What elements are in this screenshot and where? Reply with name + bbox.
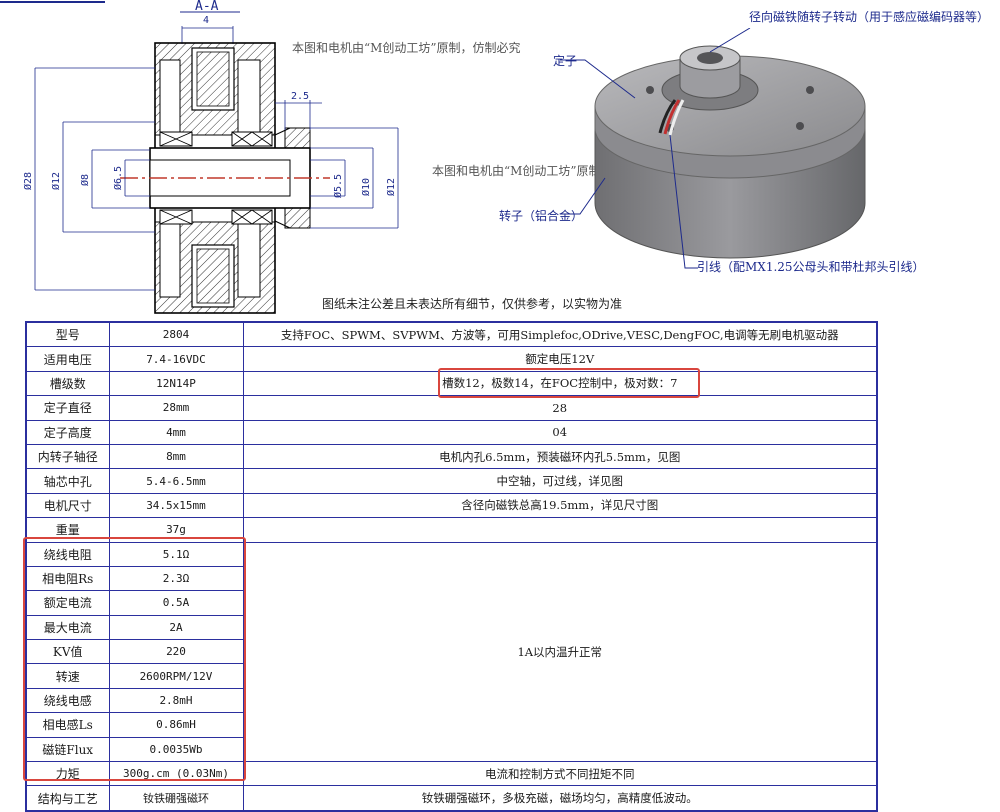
dim-8: Ø8	[79, 174, 91, 186]
param-value-cell: 12N14P	[108, 370, 244, 397]
dim-5-5: Ø5.5	[332, 174, 344, 198]
motor-render	[560, 28, 866, 269]
param-desc-cell: 28	[242, 395, 878, 421]
param-value-cell: 4mm	[108, 419, 244, 445]
merged-desc-cell: 1A以内温升正常	[242, 541, 878, 763]
callout-rotor: 转子（铝合金）	[499, 209, 584, 223]
callout-stator: 定子	[553, 54, 578, 68]
param-desc-cell: 含径向磁铁总高19.5mm，详见尺寸图	[242, 492, 878, 519]
param-desc-cell: 额定电压12V	[242, 346, 878, 372]
section-label: A-A	[195, 0, 219, 14]
param-desc-cell: 支持FOC、SPWM、SVPWM、方波等，可用Simplefoc,ODrive,…	[242, 321, 878, 348]
param-name-cell: 绕线电感	[25, 687, 110, 714]
param-value-cell: 2.3Ω	[108, 565, 244, 592]
param-value-cell: 2804	[108, 321, 244, 348]
param-value-cell: 300g.cm (0.03Nm)	[108, 761, 244, 787]
section-drawing: A-A 4 Ø28 Ø12	[0, 0, 399, 314]
param-name-cell: 型号	[25, 321, 110, 348]
highlight-slot-pole	[438, 368, 700, 398]
watermark-1: 本图和电机由“M创动工坊”原制，仿制必究	[292, 41, 521, 55]
param-desc-cell: 中空轴，可过线，详见图	[242, 468, 878, 494]
param-desc-cell: 槽数12，极数14，在FOC控制中，极对数：7	[242, 370, 878, 397]
param-name-cell: 定子高度	[25, 419, 110, 445]
table-row: 结构与工艺钕铁硼强磁环钕铁硼强磁环，多极充磁，磁场均匀，高精度低波动。	[25, 785, 878, 812]
param-desc-cell: 电流和控制方式不同扭矩不同	[242, 761, 878, 787]
param-value-cell: 28mm	[108, 395, 244, 421]
param-name-cell: KV值	[25, 639, 110, 665]
param-name-cell: 电机尺寸	[25, 492, 110, 519]
dim-2-5: 2.5	[291, 91, 309, 102]
param-name-cell: 力矩	[25, 761, 110, 787]
param-name-cell: 定子直径	[25, 395, 110, 421]
param-value-cell: 8mm	[108, 443, 244, 470]
param-value-cell: 钕铁硼强磁环	[108, 785, 244, 812]
param-value-cell: 7.4-16VDC	[108, 346, 244, 372]
callout-encoder-rotor: 径向磁铁随转子转动（用于感应磁编码器等）	[749, 10, 990, 24]
dim-12-left: Ø12	[50, 172, 62, 190]
param-value-cell: 220	[108, 639, 244, 665]
param-value-cell: 34.5x15mm	[108, 492, 244, 519]
param-name-cell: 适用电压	[25, 346, 110, 372]
param-value-cell: 2A	[108, 614, 244, 641]
param-value-cell: 2.8mH	[108, 687, 244, 714]
dim-12-right: Ø12	[385, 178, 397, 196]
dim-28: Ø28	[22, 172, 34, 190]
param-name-cell: 结构与工艺	[25, 785, 110, 812]
param-name-cell: 轴芯中孔	[25, 468, 110, 494]
param-desc-cell: 电机内孔6.5mm，预装磁环内孔5.5mm，见图	[242, 443, 878, 470]
param-desc-cell: 04	[242, 419, 878, 445]
dim-6-5: Ø6.5	[112, 166, 124, 190]
dim-10: Ø10	[360, 178, 372, 196]
param-desc-cell: 钕铁硼强磁环，多极充磁，磁场均匀，高精度低波动。	[242, 785, 878, 812]
param-name-cell: 绕线电阻	[25, 541, 110, 567]
param-value-cell: 5.4-6.5mm	[108, 468, 244, 494]
param-desc-cell	[242, 517, 878, 543]
highlight-electrical-params	[23, 537, 246, 781]
drawing-note: 图纸未注公差且未表达所有细节，仅供参考，以实物为准	[322, 297, 623, 311]
dim-top-4: 4	[203, 15, 209, 26]
callout-lead: 引线（配MX1.25公母头和带杜邦头引线）	[697, 260, 925, 274]
param-name-cell: 槽级数	[25, 370, 110, 397]
param-name-cell: 内转子轴径	[25, 443, 110, 470]
